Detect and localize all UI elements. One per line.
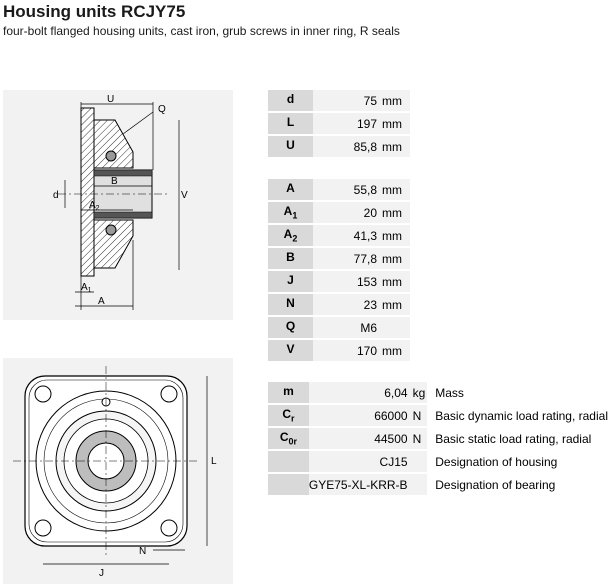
table-row: N 23 mm: [268, 294, 410, 315]
label-d: d: [53, 190, 59, 201]
label-A1: A1: [81, 282, 92, 294]
label-V: V: [181, 190, 188, 201]
front-view-drawing: L N J: [3, 358, 233, 584]
table-row: C0r 44500 N Basic static load rating, ra…: [268, 428, 608, 449]
table-row: L 197 mm: [268, 113, 410, 134]
dimension-table-secondary: A 55,8 mm A1 20 mm A2 41,3 mm B 77,8 mm …: [268, 177, 410, 363]
label-A: A: [98, 296, 105, 307]
ratings-table: m 6,04 kg Mass Cr 66000 N Basic dynamic …: [268, 380, 608, 497]
dimension-table-main: d 75 mm L 197 mm U 85,8 mm: [268, 88, 410, 159]
label-L: L: [211, 456, 217, 467]
table-row: U 85,8 mm: [268, 136, 410, 157]
table-row: GYE75-XL-KRR-B Designation of bearing: [268, 474, 608, 495]
label-Q: Q: [158, 104, 166, 115]
table-row: Cr 66000 N Basic dynamic load rating, ra…: [268, 405, 608, 426]
table-row: A 55,8 mm: [268, 179, 410, 200]
table-row: V 170 mm: [268, 340, 410, 361]
label-N: N: [139, 546, 146, 557]
table-row: m 6,04 kg Mass: [268, 382, 608, 403]
page-subtitle: four-bolt flanged housing units, cast ir…: [3, 24, 400, 38]
label-U: U: [107, 94, 114, 105]
table-row: A2 41,3 mm: [268, 225, 410, 246]
table-row: A1 20 mm: [268, 202, 410, 223]
table-row: Q M6: [268, 317, 410, 338]
table-row: CJ15 Designation of housing: [268, 451, 608, 472]
side-section-drawing: U Q B d A2 V A1 A: [3, 90, 233, 320]
table-row: d 75 mm: [268, 90, 410, 111]
table-row: B 77,8 mm: [268, 248, 410, 269]
label-J: J: [99, 568, 104, 579]
table-row: J 153 mm: [268, 271, 410, 292]
page-title: Housing units RCJY75: [3, 2, 186, 21]
label-A2: A2: [89, 200, 100, 212]
label-B: B: [111, 176, 118, 187]
